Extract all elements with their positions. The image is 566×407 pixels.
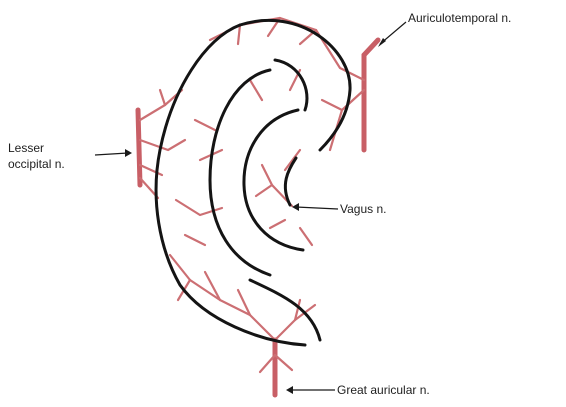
- vagus-leader: [296, 207, 338, 209]
- ear-outline: [156, 20, 350, 345]
- great-auricular-label: Great auricular n.: [337, 382, 430, 398]
- lesser-occipital-leader: [95, 153, 128, 155]
- helix-nerve-branches: [176, 70, 300, 245]
- vagus-label: Vagus n.: [340, 201, 386, 217]
- vagus-arrow: [292, 203, 299, 211]
- great-auricular-nerve: [170, 255, 315, 395]
- lesser-occipital-arrow: [125, 149, 132, 157]
- great-auricular-arrow: [286, 386, 293, 394]
- auriculotemporal-label: Auriculotemporal n.: [408, 10, 511, 26]
- lesser-occipital-label: Lesser occipital n.: [8, 140, 65, 172]
